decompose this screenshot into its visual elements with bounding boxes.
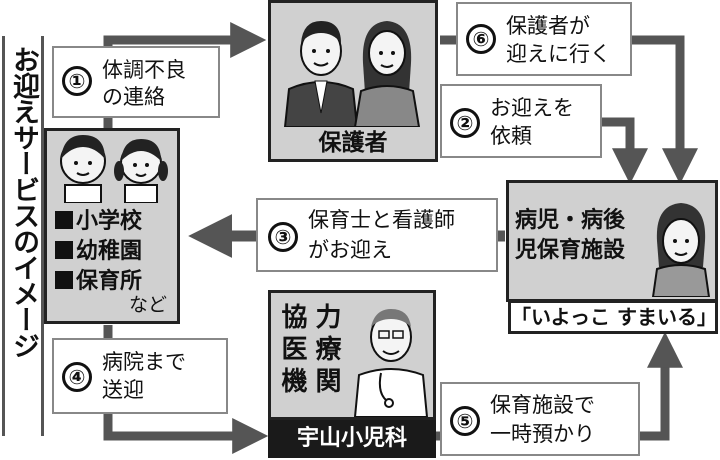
step-2-box: ② お迎えを 依頼 bbox=[440, 84, 602, 158]
facility-name-line-1: 病児・病後 bbox=[515, 208, 626, 233]
square-bullet-icon bbox=[55, 271, 73, 289]
doctor-illustration bbox=[353, 309, 429, 417]
clinic-label-col-right: 力療関 bbox=[311, 303, 341, 399]
step-5-line-1: 保育施設で bbox=[490, 393, 595, 417]
step-3-line-1: 保育士と看護師 bbox=[308, 208, 455, 232]
step-2-line-1: お迎えを bbox=[490, 96, 574, 120]
step-6-box: ⑥ 保護者が 迎えに行く bbox=[456, 2, 632, 76]
step-4-line-2: 送迎 bbox=[102, 378, 144, 402]
step-5-number: ⑤ bbox=[450, 406, 480, 436]
children-illustration bbox=[60, 135, 168, 203]
step-1-box: ① 体調不良 の連絡 bbox=[52, 46, 220, 118]
step-1-line-1: 体調不良 bbox=[102, 58, 186, 82]
step-6-number: ⑥ bbox=[466, 24, 496, 54]
step-4-line-1: 病院まで bbox=[102, 350, 186, 374]
step-1-line-2: の連絡 bbox=[102, 85, 165, 109]
square-bullet-icon bbox=[55, 241, 73, 259]
step-4-number: ④ bbox=[62, 362, 92, 392]
clinic-node: 協医機 力療関 bbox=[268, 290, 436, 420]
step-6-line-2: 迎えに行く bbox=[506, 42, 611, 66]
step-2-number: ② bbox=[450, 108, 480, 138]
facility-name-line-2: 児保育施設 bbox=[515, 238, 626, 263]
school-type-1: 小学校 bbox=[55, 203, 142, 235]
diagram-title-bar: お迎えサービスのイメージ bbox=[2, 36, 44, 436]
schools-suffix: など bbox=[128, 294, 167, 316]
facility-banner: 「いよっこ すまいる」 bbox=[508, 300, 718, 334]
step-1-number: ① bbox=[62, 66, 92, 96]
diagram-title: お迎えサービスのイメージ bbox=[8, 46, 39, 358]
step-5-line-2: 一時預かり bbox=[490, 422, 595, 446]
clinic-banner: 宇山小児科 bbox=[268, 420, 436, 458]
guardians-label: 保護者 bbox=[318, 130, 388, 156]
school-type-2: 幼稚園 bbox=[55, 233, 142, 265]
facility-node: 病児・病後 児保育施設 bbox=[506, 180, 718, 302]
square-bullet-icon bbox=[55, 211, 73, 229]
step-3-number: ③ bbox=[268, 222, 298, 252]
nurse-illustration bbox=[651, 203, 711, 297]
guardians-illustration bbox=[283, 21, 421, 127]
schools-node: 小学校 幼稚園 保育所 など bbox=[44, 128, 180, 324]
step-6-line-1: 保護者が bbox=[506, 14, 590, 38]
step-3-line-2: がお迎え bbox=[308, 238, 392, 262]
school-type-3: 保育所 bbox=[55, 263, 142, 295]
guardians-node: 保護者 bbox=[268, 0, 438, 162]
step-2-line-2: 依頼 bbox=[490, 124, 532, 148]
step-4-box: ④ 病院まで 送迎 bbox=[52, 338, 228, 414]
step-5-box: ⑤ 保育施設で 一時預かり bbox=[440, 382, 640, 456]
clinic-label-col-left: 協医機 bbox=[277, 303, 307, 399]
step-3-box: ③ 保育士と看護師 がお迎え bbox=[256, 198, 498, 272]
